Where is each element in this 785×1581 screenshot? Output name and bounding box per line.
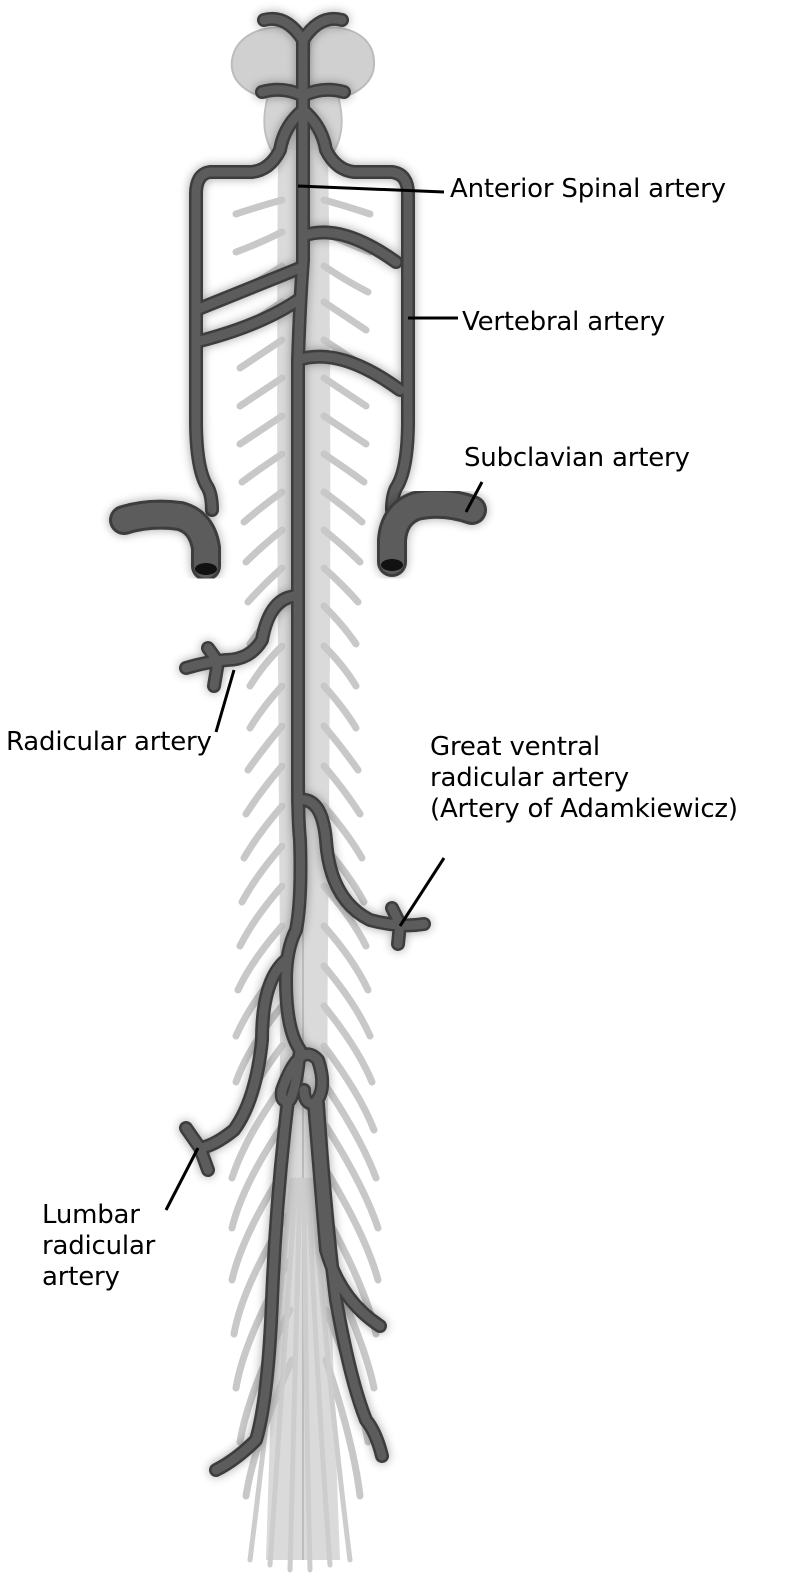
nerve-root: [320, 262, 372, 296]
nerve-root: [320, 882, 370, 950]
cauda-fiber: [309, 1177, 353, 1563]
radicular-artery: [181, 591, 303, 673]
leader-lumbar: [164, 1147, 200, 1211]
descending-left: [211, 1095, 293, 1475]
nerve-root: [232, 228, 286, 256]
circle-branches: [257, 85, 349, 101]
nerve-root: [242, 526, 286, 566]
leader-subclavian: [464, 481, 484, 513]
nerve-root: [236, 336, 286, 372]
label-text: Anterior Spinal artery: [450, 174, 726, 204]
nerve-root: [320, 450, 368, 486]
nerve-root: [236, 1306, 294, 1446]
cervical-branch-1: [298, 227, 401, 267]
nerve-root: [232, 1002, 286, 1086]
nerve-root: [320, 196, 374, 218]
cervical-branch-4: [293, 352, 405, 395]
subclavian-arteries: [109, 488, 487, 581]
nerve-root: [320, 526, 364, 566]
nerve-root: [320, 298, 370, 334]
nerve-root: [236, 882, 286, 950]
nerve-root: [320, 762, 364, 818]
nerve-root: [320, 682, 360, 732]
leader-anterior-spinal: [297, 184, 445, 194]
nerve-root: [236, 412, 286, 448]
lumbar-fork: [181, 1123, 213, 1175]
cervical-branch-2: [191, 263, 305, 315]
nerve-root: [238, 450, 286, 486]
anterior-spinal-artery: [281, 145, 308, 1055]
label-line: Great ventral: [430, 732, 600, 762]
label-anterior-spinal-artery: Anterior Spinal artery: [450, 174, 726, 205]
nerve-root: [322, 1122, 382, 1232]
nerve-root: [240, 488, 286, 526]
lumbar-radicular-artery: [195, 955, 291, 1153]
nerve-root: [320, 802, 366, 862]
adamkiewicz-artery: [293, 795, 429, 930]
vertebral-artery-left: [191, 105, 308, 515]
nerve-root: [322, 1166, 382, 1284]
nerve-root: [242, 762, 286, 818]
label-text: Subclavian artery: [464, 443, 690, 473]
cervical-branch-3: [191, 295, 303, 347]
nerve-root: [320, 374, 370, 410]
nerve-root: [320, 962, 374, 1040]
descending-inner: [309, 1099, 385, 1331]
cauda-fiber: [301, 1177, 313, 1573]
radicular-artery-fork: [203, 643, 223, 691]
nerve-root: [320, 642, 360, 690]
vertebral-artery-right: [298, 105, 413, 515]
nerve-root: [320, 1002, 376, 1086]
subclavian-artery-left: [112, 502, 218, 578]
nerve-root: [228, 1082, 286, 1182]
nerve-root: [238, 842, 286, 906]
artery-network: [179, 12, 431, 1477]
label-line: radicular: [42, 1231, 156, 1261]
leader-great-ventral: [398, 857, 446, 927]
nerve-root: [246, 682, 286, 732]
cauda-fiber: [267, 1177, 299, 1568]
subclavian-right-end: [381, 559, 403, 571]
nerve-root: [320, 488, 366, 526]
label-great-ventral-radicular-artery: Great ventral radicular artery (Artery o…: [430, 732, 738, 825]
nerve-root: [234, 922, 286, 994]
nerve-root: [322, 1082, 380, 1182]
label-text: Vertebral artery: [462, 307, 665, 337]
nerve-root: [320, 1042, 378, 1134]
cerebral-branches: [259, 14, 347, 45]
nerve-root: [236, 374, 286, 410]
leader-lines: [164, 184, 484, 1211]
nerve-root: [320, 922, 372, 994]
label-radicular-artery: Radicular artery: [6, 727, 212, 758]
leader-radicular: [214, 669, 236, 733]
nerve-root: [320, 722, 362, 774]
label-line: (Artery of Adamkiewicz): [430, 794, 738, 824]
subclavian-left-end: [195, 563, 217, 575]
nerve-root: [320, 412, 370, 448]
cauda-fiber: [305, 1177, 333, 1568]
nerve-root: [232, 196, 286, 218]
nerve-root: [244, 722, 286, 774]
nerve-root: [228, 1122, 286, 1232]
nerve-root: [240, 802, 286, 862]
nerve-root: [244, 564, 286, 606]
artery-fills: [181, 14, 429, 1475]
subclavian-artery-right: [380, 491, 484, 574]
label-lumbar-radicular-artery: Lumbar radicular artery: [42, 1200, 155, 1293]
label-text: Radicular artery: [6, 727, 212, 757]
label-vertebral-artery: Vertebral artery: [462, 307, 665, 338]
nerve-root: [246, 642, 286, 690]
nerve-root: [320, 564, 362, 606]
adamkiewicz-fork: [387, 903, 405, 949]
label-subclavian-artery: Subclavian artery: [464, 443, 690, 474]
label-line: Lumbar: [42, 1200, 140, 1230]
label-line: radicular artery: [430, 763, 629, 793]
label-line: artery: [42, 1262, 120, 1292]
nerve-root: [320, 602, 360, 648]
cauda-fiber: [287, 1177, 303, 1573]
